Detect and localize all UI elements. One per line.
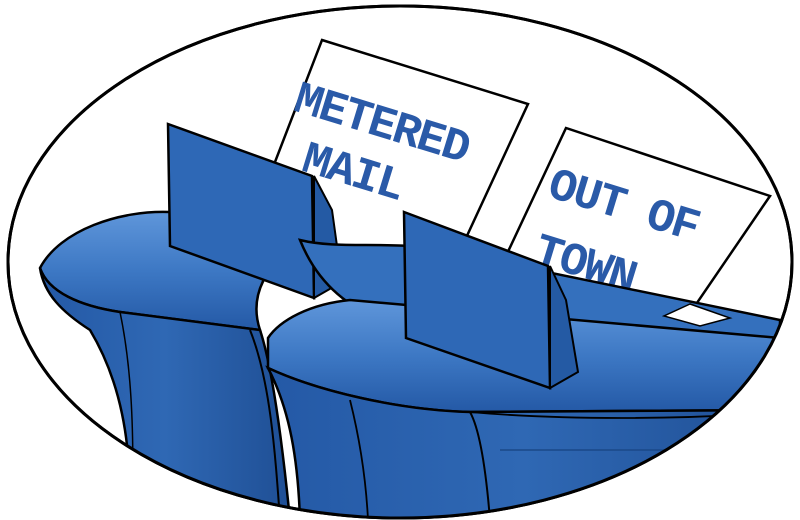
flap-right xyxy=(402,210,580,390)
slot-right xyxy=(661,303,733,327)
mailbox-left xyxy=(38,210,303,518)
oval-outline xyxy=(6,4,794,520)
